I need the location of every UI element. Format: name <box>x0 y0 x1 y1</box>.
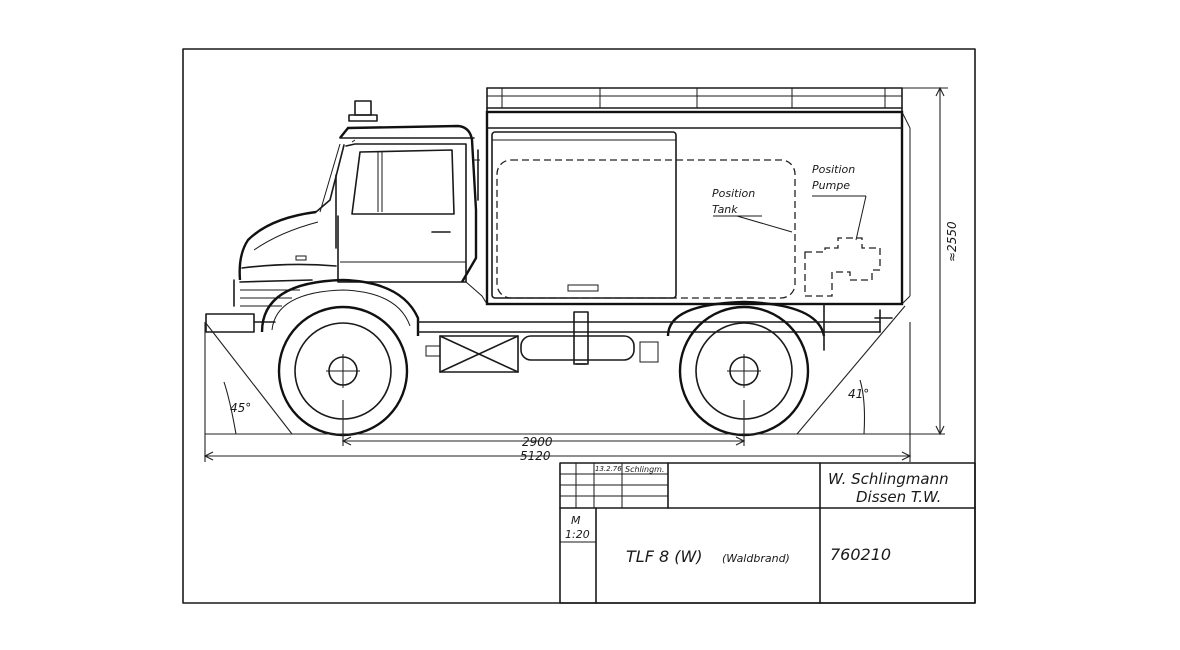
departure-angle-label: 41° <box>848 387 869 401</box>
revision-date: 13.2.76 <box>595 465 622 473</box>
tank-label-line2: Tank <box>712 203 738 216</box>
dimension-lines <box>203 86 948 462</box>
drawing-number: 760210 <box>830 545 891 564</box>
front-fender <box>260 278 420 336</box>
rear-fender <box>666 300 826 337</box>
roof-rack <box>486 87 903 113</box>
truck-drawing <box>205 87 911 437</box>
vehicle-designation: TLF 8 (W) <box>626 547 703 566</box>
cab <box>233 100 488 307</box>
fuel-cylinder <box>520 311 659 365</box>
overall-length-label: 5120 <box>520 449 551 463</box>
pump-label-line2: Pumpe <box>812 179 850 192</box>
pump-label-line1: Position <box>812 163 855 176</box>
front-bumper <box>205 313 255 333</box>
scale-value: 1:20 <box>565 528 590 541</box>
shutter-door <box>491 131 677 299</box>
scale-label: M <box>571 514 581 527</box>
pump-position-outline <box>804 237 881 297</box>
signature: Schlingm. <box>625 465 664 474</box>
height-label: ≈2550 <box>945 221 959 262</box>
author-location: Dissen T.W. <box>856 488 941 506</box>
vehicle-note: (Waldbrand) <box>722 552 790 565</box>
approach-angle-label: 45° <box>230 401 251 415</box>
author-name: W. Schlingmann <box>828 470 949 488</box>
equipment-body <box>485 110 911 306</box>
title-block <box>559 462 976 604</box>
wheelbase-label: 2900 <box>522 435 553 449</box>
tank-label-line1: Position <box>712 187 755 200</box>
side-storage-box <box>425 335 519 373</box>
tank-position-outline <box>496 159 796 299</box>
beacon-light <box>354 100 372 116</box>
